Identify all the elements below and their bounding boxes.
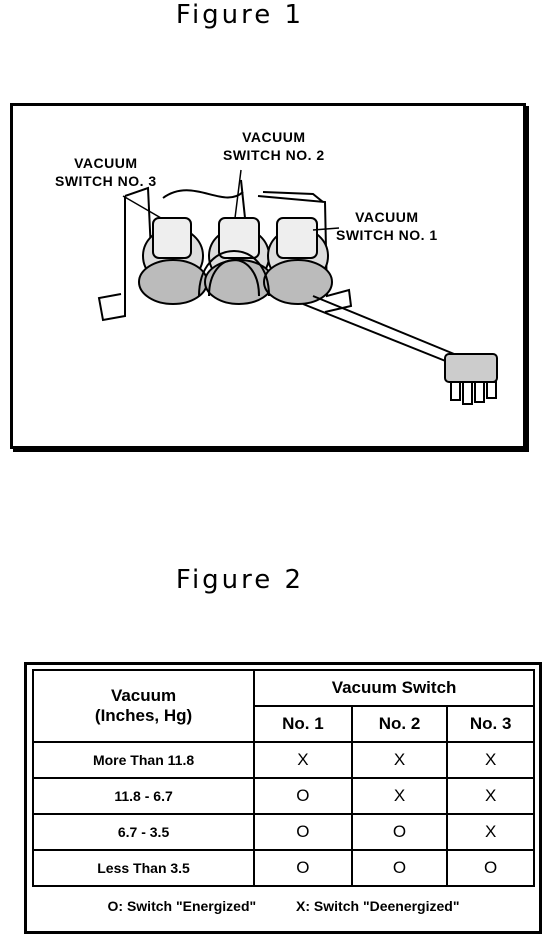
row-label: 11.8 - 6.7: [31, 777, 256, 815]
table-cell: X: [446, 741, 535, 779]
callout-switch-1-line-1: VACUUM: [355, 209, 419, 225]
table-cell: X: [446, 813, 535, 851]
callout-vacuum-switch-3: VACUUM SWITCH NO. 3: [55, 154, 157, 190]
vacuum-header-line-2: (Inches, Hg): [94, 706, 193, 725]
callout-switch-3-line-1: VACUUM: [74, 155, 138, 171]
row-label: Less Than 3.5: [31, 849, 256, 887]
table-cell: X: [350, 777, 449, 815]
column-header-no-1: No. 1: [253, 705, 353, 743]
callout-switch-1-line-2: SWITCH NO. 1: [336, 227, 438, 243]
callout-leaders: [122, 169, 340, 231]
table-cell: X: [446, 777, 535, 815]
column-header-no-3: No. 3: [446, 705, 535, 743]
callout-switch-2-line-2: SWITCH NO. 2: [223, 147, 325, 163]
table-row: Less Than 3.5 O O O: [31, 849, 535, 887]
callout-vacuum-switch-2: VACUUM SWITCH NO. 2: [223, 128, 325, 164]
table-legend: O: Switch "Energized" X: Switch "Deenerg…: [33, 885, 534, 925]
table-row: 6.7 - 3.5 O O X: [31, 813, 535, 851]
vacuum-switch-table: Vacuum (Inches, Hg) Vacuum Switch No. 1 …: [31, 669, 535, 925]
legend-energized: O: Switch "Energized": [107, 898, 257, 914]
vacuum-header-line-1: Vacuum: [110, 686, 177, 705]
callout-switch-2-line-1: VACUUM: [242, 129, 306, 145]
vacuum-switch-bodies: [138, 217, 333, 305]
callout-switch-3-line-2: SWITCH NO. 3: [55, 173, 157, 189]
vacuum-hose: [162, 179, 270, 297]
table-cell: O: [350, 849, 449, 887]
table-cell: O: [253, 849, 353, 887]
figure-2-title: Figure 2: [175, 565, 305, 595]
vacuum-switch-table-frame: Vacuum (Inches, Hg) Vacuum Switch No. 1 …: [24, 662, 542, 934]
table-cell: O: [253, 777, 353, 815]
table-row: More Than 11.8 X X X: [31, 741, 535, 779]
row-label: 6.7 - 3.5: [31, 813, 256, 851]
column-header-no-2: No. 2: [350, 705, 449, 743]
callout-vacuum-switch-1: VACUUM SWITCH NO. 1: [336, 208, 438, 244]
figure-1-illustration-frame: VACUUM SWITCH NO. 3 VACUUM SWITCH NO. 2 …: [10, 103, 526, 449]
table-row: 11.8 - 6.7 O X X: [31, 777, 535, 815]
wiring-harness: [302, 295, 498, 405]
vacuum-switch-group-header: Vacuum Switch: [253, 669, 535, 707]
vacuum-column-header: Vacuum (Inches, Hg): [31, 669, 256, 743]
table-legend-row: O: Switch "Energized" X: Switch "Deenerg…: [33, 885, 534, 925]
row-label: More Than 11.8: [31, 741, 256, 779]
table-cell: X: [253, 741, 353, 779]
legend-deenergized: X: Switch "Deenergized": [296, 898, 460, 914]
table-cell: X: [350, 741, 449, 779]
table-cell: O: [446, 849, 535, 887]
table-cell: O: [350, 813, 449, 851]
figure-1-title: Figure 1: [175, 0, 305, 30]
table-cell: O: [253, 813, 353, 851]
vacuum-switch-assembly-drawing: [97, 169, 498, 405]
